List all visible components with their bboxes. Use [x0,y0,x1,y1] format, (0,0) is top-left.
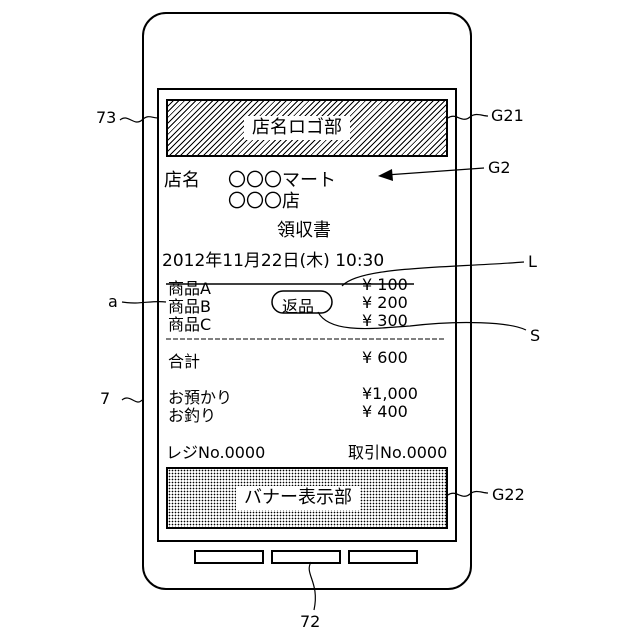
leader-logo [448,114,488,119]
ref-label-banner: G22 [492,485,525,504]
ref-label-logo: G21 [491,106,524,125]
ref-label-receipt: G2 [488,158,511,177]
ref-label-strike: L [528,252,537,271]
ref-label-screen: 73 [96,108,116,127]
leader-strike [342,262,524,286]
leader-buttons [309,562,315,610]
ref-label-stamp: S [530,326,540,345]
ref-label-buttons: 72 [300,612,320,631]
leader-screen [120,117,158,122]
arrow-receipt-line [386,168,484,175]
return-stamp-outline [272,291,332,313]
ref-label-device: 7 [100,389,110,408]
leader-item-marker [122,302,166,303]
arrowhead [378,169,393,181]
leader-device [122,398,142,402]
leader-banner [448,491,488,496]
ref-label-item: a [108,292,118,311]
leader-stamp [318,312,526,330]
